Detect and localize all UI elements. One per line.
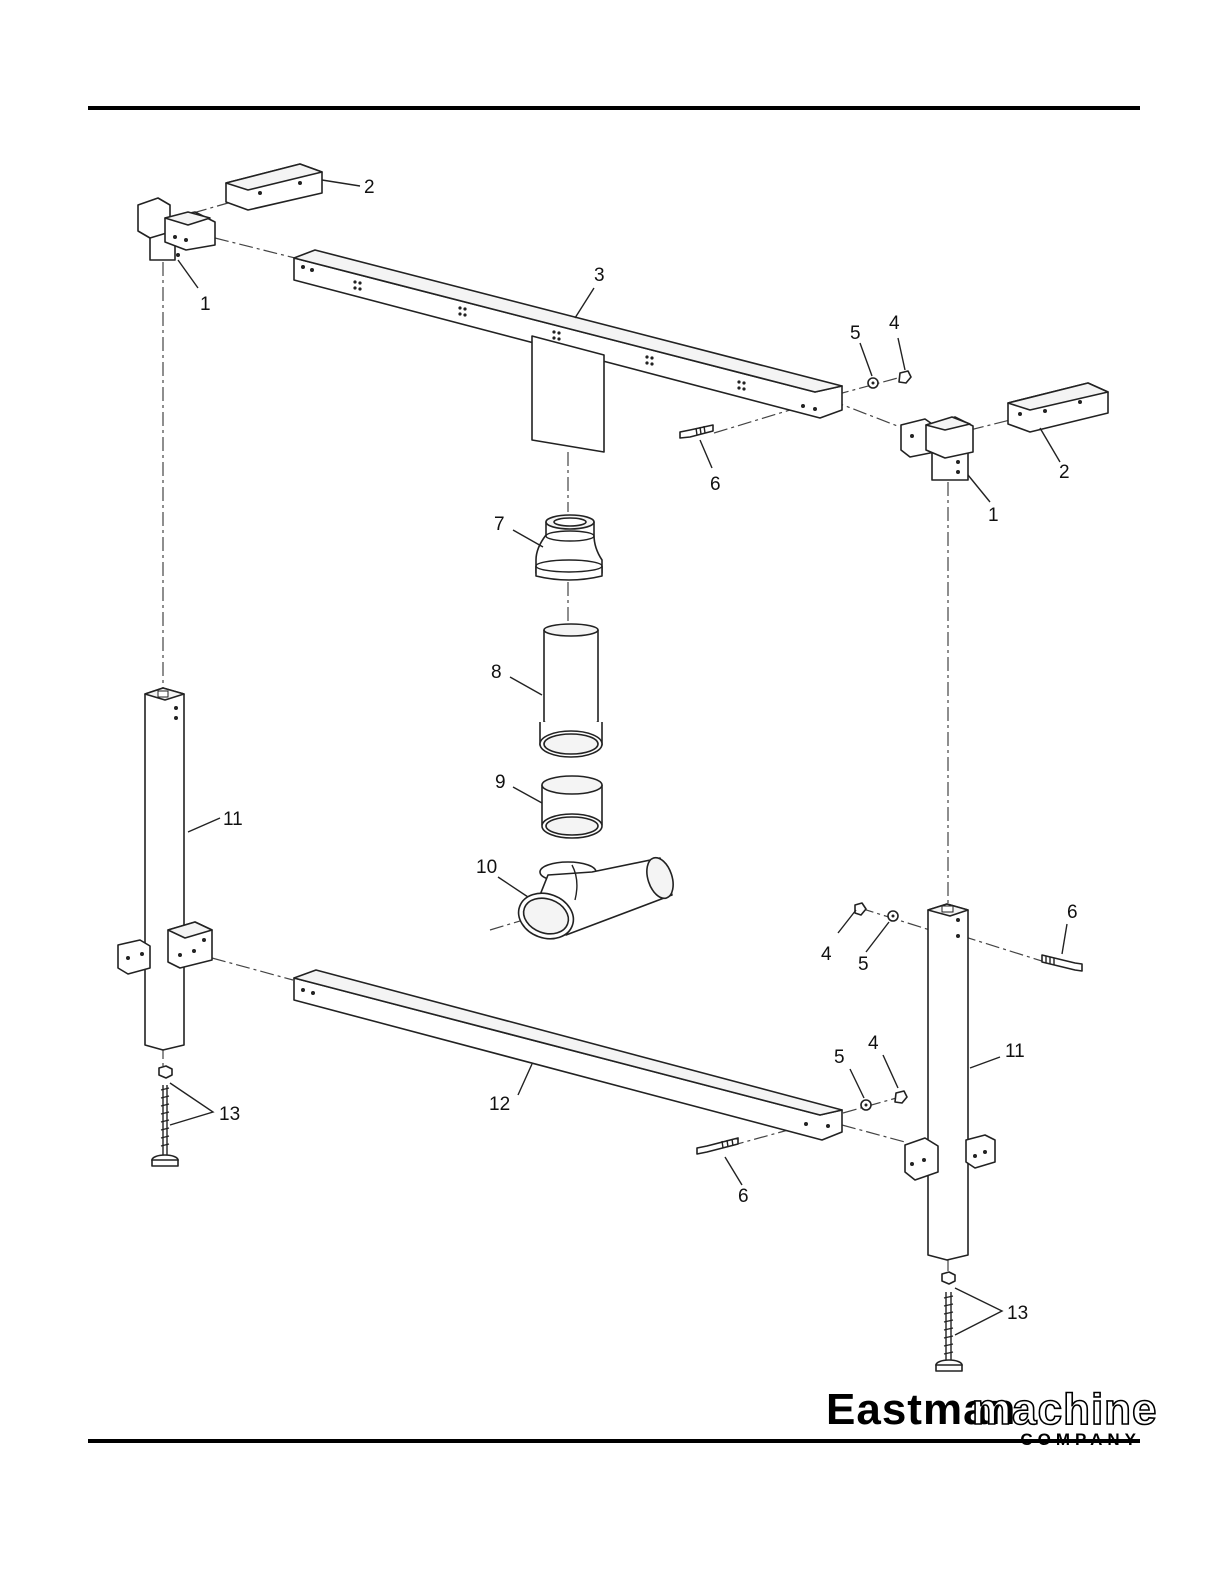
callout-2-left: 2 <box>364 177 375 198</box>
callout-5-bottom: 5 <box>834 1047 845 1068</box>
callout-11-left: 11 <box>223 809 243 830</box>
part-4-5-nut-washer-mid <box>855 903 898 921</box>
part-8-sleeve <box>540 624 602 757</box>
part-12-cross-tube <box>294 970 842 1140</box>
callout-10: 10 <box>476 857 497 878</box>
callout-12: 12 <box>489 1094 510 1115</box>
part-4-5-nut-washer-bottom <box>861 1091 907 1110</box>
callout-13-right: 13 <box>1007 1303 1028 1324</box>
logo-company: COMPANY <box>1020 1430 1141 1450</box>
part-13-leveling-foot-left <box>152 1066 178 1166</box>
callout-4-top: 4 <box>889 313 900 334</box>
part-9-coupling <box>542 776 602 838</box>
callout-7: 7 <box>494 514 505 535</box>
callout-6-top: 6 <box>710 474 721 495</box>
callout-1-left: 1 <box>200 294 211 315</box>
callout-9: 9 <box>495 772 506 793</box>
part-6-bolt-bottom <box>697 1138 738 1154</box>
callout-8: 8 <box>491 662 502 683</box>
callout-1-right: 1 <box>988 505 999 526</box>
part-11-leg-left <box>118 688 212 1050</box>
part-2-short-tube-left <box>226 164 322 210</box>
callout-11-right: 11 <box>1005 1041 1025 1062</box>
logo-word-machine: machine <box>972 1388 1158 1432</box>
part-11-leg-right <box>905 904 995 1260</box>
part-7-reducer-coupling <box>536 515 602 580</box>
eastman-machine-logo: Eastman machine COMPANY <box>826 1388 1141 1450</box>
part-3-t-frame <box>294 250 842 452</box>
callout-4-mid: 4 <box>821 944 832 965</box>
part-1-corner-bracket-right <box>901 417 973 480</box>
callout-5-top: 5 <box>850 323 861 344</box>
part-13-leveling-foot-right <box>936 1272 962 1371</box>
part-6-bolt-top <box>680 425 713 438</box>
callout-6-bottom: 6 <box>738 1186 749 1207</box>
part-4-5-nut-washer-top <box>868 371 911 388</box>
callout-3: 3 <box>594 265 605 286</box>
part-2-short-tube-right <box>1008 383 1108 432</box>
callout-6-right: 6 <box>1067 902 1078 923</box>
part-1-corner-bracket-left <box>138 198 215 260</box>
part-10-tee-fitting <box>512 854 678 946</box>
callout-5-mid: 5 <box>858 954 869 975</box>
callout-2-right: 2 <box>1059 462 1070 483</box>
callout-13-left: 13 <box>219 1104 240 1125</box>
part-6-bolt-right <box>1042 955 1082 971</box>
callout-4-bottom: 4 <box>868 1033 879 1054</box>
